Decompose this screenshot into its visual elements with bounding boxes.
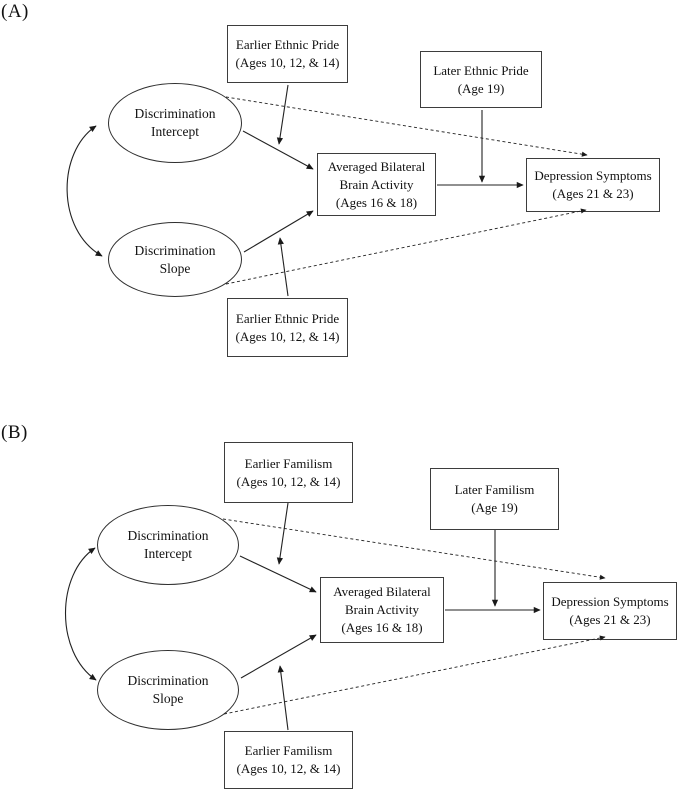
discrimination-intercept-ellipse: Discrimination Intercept xyxy=(108,83,242,163)
node-label-line: (Ages 10, 12, & 14) xyxy=(236,761,341,776)
direct-slope-to-depression-dashed-arrow xyxy=(225,208,587,285)
node-label-line: Depression Symptoms xyxy=(534,168,652,183)
node-label-line: Slope xyxy=(152,691,184,706)
brain-activity-box: Averaged Bilateral Brain Activity (Ages … xyxy=(320,577,444,643)
covariance-intercept-slope-arrow xyxy=(66,125,103,257)
discrimination-slope-ellipse: Discrimination Slope xyxy=(97,650,239,730)
node-label-line: Intercept xyxy=(144,546,192,561)
node-label-line: Earlier Ethnic Pride xyxy=(235,37,340,52)
moderation-earlier-bottom-arrow xyxy=(277,237,289,297)
discrimination-intercept-ellipse: Discrimination Intercept xyxy=(97,505,239,585)
later-moderator-box: Later Familism (Age 19) xyxy=(430,468,559,530)
node-label-line: (Ages 16 & 18) xyxy=(341,620,423,635)
moderation-earlier-bottom-arrow xyxy=(277,665,289,731)
node-label-line: (Ages 21 & 23) xyxy=(552,186,634,201)
node-label-line: Earlier Familism xyxy=(244,743,333,758)
panel-b-label: (B) xyxy=(1,422,28,443)
brain-activity-box: Averaged Bilateral Brain Activity (Ages … xyxy=(317,153,436,216)
node-label-line: Slope xyxy=(159,260,191,276)
node-label-line: (Ages 10, 12, & 14) xyxy=(235,55,340,70)
path-slope-to-brain-arrow xyxy=(243,210,314,253)
later-moderator-box: Later Ethnic Pride (Age 19) xyxy=(420,51,542,108)
path-intercept-to-brain-arrow xyxy=(242,130,314,170)
node-label-line: (Ages 10, 12, & 14) xyxy=(236,473,341,489)
node-label-line: Discrimination xyxy=(127,528,209,543)
earlier-moderator-bottom-box: Earlier Ethnic Pride (Ages 10, 12, & 14) xyxy=(227,298,348,357)
moderation-earlier-top-arrow xyxy=(276,502,289,565)
node-label-line: (Ages 16 & 18) xyxy=(335,194,418,210)
node-label-line: Averaged Bilateral xyxy=(327,158,426,174)
node-label-line: Later Ethnic Pride xyxy=(433,62,529,78)
node-label-line: Earlier Familism xyxy=(244,455,333,471)
node-label-line: Brain Activity xyxy=(344,602,420,617)
path-intercept-to-brain-arrow xyxy=(239,555,317,593)
earlier-moderator-bottom-box: Earlier Familism (Ages 10, 12, & 14) xyxy=(224,731,353,789)
depression-symptoms-box: Depression Symptoms (Ages 21 & 23) xyxy=(543,582,677,640)
node-label-line: Earlier Ethnic Pride xyxy=(235,310,340,326)
node-label-line: Later Familism xyxy=(454,482,535,497)
node-label-line: (Ages 10, 12, & 14) xyxy=(235,328,340,344)
node-label-line: (Age 19) xyxy=(457,80,505,96)
discrimination-slope-ellipse: Discrimination Slope xyxy=(108,222,242,297)
node-label-line: Depression Symptoms xyxy=(551,594,669,609)
path-slope-to-brain-arrow xyxy=(240,634,317,679)
moderation-earlier-top-arrow xyxy=(276,84,289,145)
node-label-line: Averaged Bilateral xyxy=(333,584,431,599)
node-label-line: (Ages 21 & 23) xyxy=(569,612,651,627)
node-label-line: Intercept xyxy=(151,124,199,139)
panel-a-label: (A) xyxy=(1,1,29,22)
node-label-line: (Age 19) xyxy=(471,500,518,515)
node-label-line: Brain Activity xyxy=(339,176,414,192)
direct-slope-to-depression-dashed-arrow xyxy=(223,635,606,715)
node-label-line: Discrimination xyxy=(134,242,216,258)
earlier-moderator-top-box: Earlier Familism (Ages 10, 12, & 14) xyxy=(224,442,353,503)
earlier-moderator-top-box: Earlier Ethnic Pride (Ages 10, 12, & 14) xyxy=(227,25,348,83)
node-label-line: Discrimination xyxy=(134,106,216,121)
node-label-line: Discrimination xyxy=(127,673,209,688)
covariance-intercept-slope-arrow xyxy=(64,547,97,681)
depression-symptoms-box: Depression Symptoms (Ages 21 & 23) xyxy=(526,158,660,212)
